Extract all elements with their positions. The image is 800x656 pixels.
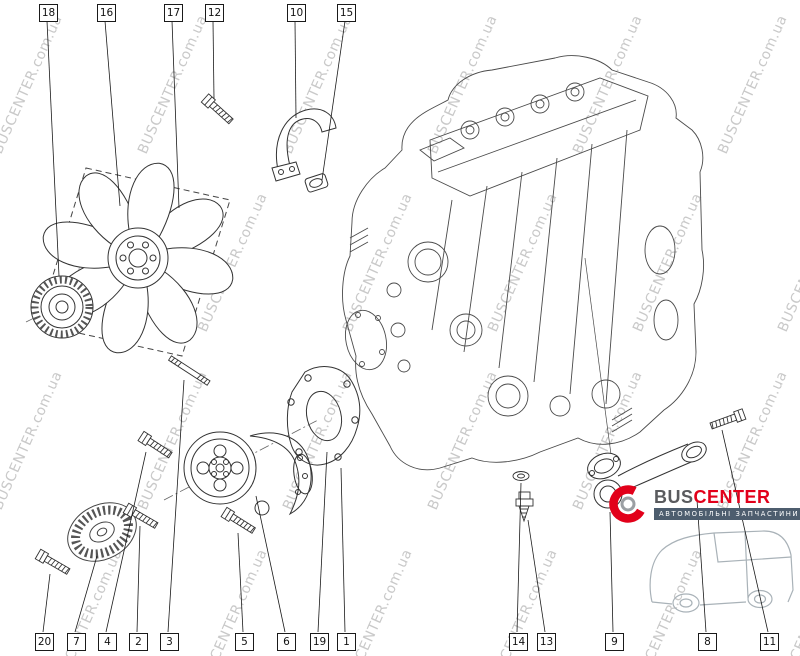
callout-15[interactable]: 15 xyxy=(337,4,356,22)
callout-7[interactable]: 7 xyxy=(67,633,86,651)
callout-18[interactable]: 18 xyxy=(39,4,58,22)
callout-12[interactable]: 12 xyxy=(205,4,224,22)
buscenter-logo-emblem xyxy=(609,485,647,523)
logo-title: BUSCENTER xyxy=(654,488,800,506)
buscenter-logo: BUSCENTER АВТОМОБІЛЬНІ ЗАПЧАСТИНИ xyxy=(605,481,800,527)
callout-5[interactable]: 5 xyxy=(235,633,254,651)
callout-17[interactable]: 17 xyxy=(164,4,183,22)
leader-lines xyxy=(42,20,769,633)
ribbed-pulley-drawing xyxy=(67,502,137,562)
callout-1[interactable]: 1 xyxy=(337,633,356,651)
callout-19[interactable]: 19 xyxy=(310,633,329,651)
fan-drawing xyxy=(35,155,241,361)
callout-2[interactable]: 2 xyxy=(129,633,148,651)
callout-8[interactable]: 8 xyxy=(698,633,717,651)
callout-14[interactable]: 14 xyxy=(509,633,528,651)
pump-gasket-drawing xyxy=(286,366,361,466)
callout-20[interactable]: 20 xyxy=(35,633,54,651)
logo-subtitle: АВТОМОБІЛЬНІ ЗАПЧАСТИНИ xyxy=(654,508,800,520)
callout-13[interactable]: 13 xyxy=(537,633,556,651)
callout-11[interactable]: 11 xyxy=(760,633,779,651)
van-sketch xyxy=(649,530,794,613)
engine-block-drawing xyxy=(342,55,705,471)
water-pump-drawing xyxy=(183,431,313,516)
logo-title-center: CENTER xyxy=(693,487,771,507)
callout-3[interactable]: 3 xyxy=(160,633,179,651)
logo-title-bus: BUS xyxy=(654,487,694,507)
assembly-boundary xyxy=(37,167,231,357)
callout-16[interactable]: 16 xyxy=(97,4,116,22)
callout-9[interactable]: 9 xyxy=(605,633,624,651)
fan-clutch-drawing xyxy=(30,275,94,339)
callout-4[interactable]: 4 xyxy=(98,633,117,651)
callout-10[interactable]: 10 xyxy=(287,4,306,22)
callout-6[interactable]: 6 xyxy=(277,633,296,651)
sensor-drawing xyxy=(512,471,534,523)
